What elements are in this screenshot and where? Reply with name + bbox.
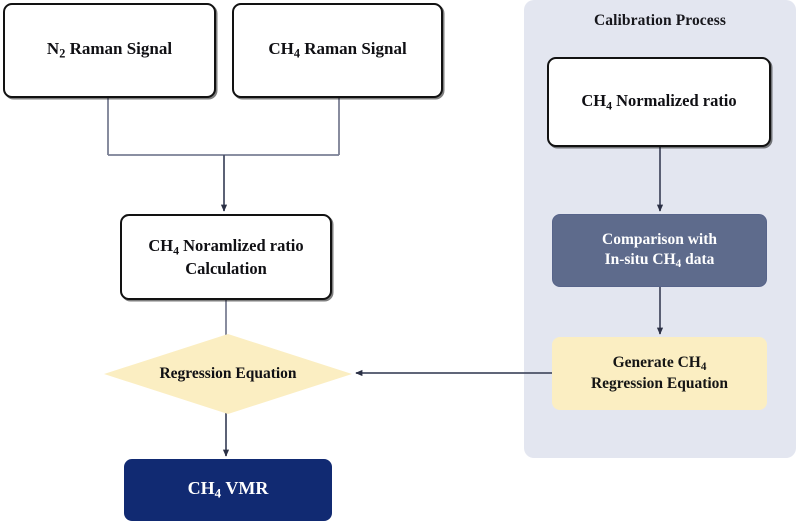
node-ch4-vmr[interactable]: CH4 VMR [124, 459, 332, 521]
node-ch4-vmr-label: CH4 VMR [187, 478, 269, 502]
node-ch4-normalized-ratio[interactable]: CH4 Normalized ratio [547, 57, 771, 147]
node-ch4-raman-signal-label: CH4 Raman Signal [268, 39, 407, 61]
node-ch4-normalized-ratio-label: CH4 Normalized ratio [581, 91, 737, 113]
node-regression-equation[interactable]: Regression Equation [104, 334, 352, 414]
node-ch4-raman-signal[interactable]: CH4 Raman Signal [232, 3, 443, 98]
node-n2-raman-signal-label: N2 Raman Signal [46, 39, 173, 61]
calibration-process-title: Calibration Process [593, 12, 727, 29]
node-n2-raman-signal[interactable]: N2 Raman Signal [3, 3, 216, 98]
node-regression-equation-label: Regression Equation [159, 365, 297, 382]
